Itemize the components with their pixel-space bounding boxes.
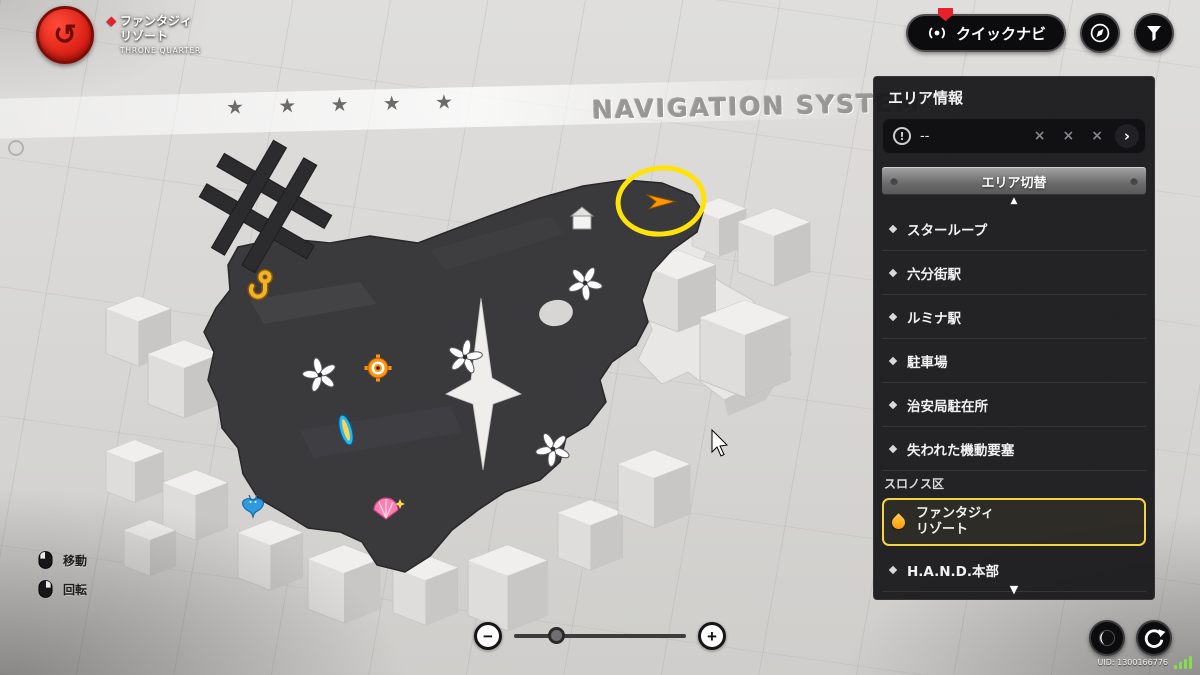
ornament-nub-icon — [1130, 177, 1138, 185]
area-item-lumina-station[interactable]: ルミナ駅 — [882, 295, 1146, 339]
zoom-out-button[interactable]: − — [474, 622, 502, 650]
status-value: -- — [920, 128, 930, 144]
area-item-lost-fortress[interactable]: 失われた機動要塞 — [882, 427, 1146, 471]
legend-rotate-label: 回転 — [63, 582, 88, 597]
bullet-icon — [888, 400, 898, 409]
back-button[interactable]: ↺ — [36, 6, 94, 64]
spire-landmark — [445, 297, 522, 471]
area-switch-header: エリア切替 — [882, 167, 1146, 195]
bottom-right-controls — [1089, 620, 1172, 656]
compass-icon — [1090, 23, 1110, 43]
fog-toggle-button[interactable] — [1089, 620, 1125, 656]
area-item-public-security-office[interactable]: 治安局駐在所 — [882, 383, 1146, 427]
location-drop-icon — [889, 512, 908, 532]
legend-rotate: 回転 — [38, 579, 87, 599]
area-item-label: 駐車場 — [907, 354, 948, 371]
controls-legend: 移動 回転 — [38, 550, 87, 599]
back-icon: ↺ — [53, 19, 77, 50]
location-title-line2: リゾート — [120, 29, 169, 43]
info-icon: ! — [893, 127, 911, 145]
zoom-handle[interactable] — [548, 627, 565, 644]
bullet-icon — [888, 356, 898, 365]
header-left: ↺ ファンタジィ リゾート THRONE QUARTER — [36, 6, 201, 64]
bullet-icon — [888, 268, 898, 277]
location-block: ファンタジィ リゾート THRONE QUARTER — [106, 6, 201, 55]
area-item-hand-hq[interactable]: H.A.N.D.本部 — [882, 548, 1146, 592]
scroll-up-indicator[interactable]: ▲ — [1010, 196, 1018, 206]
cross-icon: × — [1033, 128, 1046, 144]
ride-target-marker[interactable] — [364, 354, 392, 382]
selected-area-line1: ファンタジィ — [916, 506, 995, 522]
reset-rotation-button[interactable] — [1136, 620, 1172, 656]
zoom-control: − + — [474, 622, 726, 650]
area-item-sixth-street-station[interactable]: 六分街駅 — [882, 251, 1146, 295]
area-status-row[interactable]: ! -- × × × › — [882, 118, 1146, 154]
area-item-label: 治安局駐在所 — [907, 398, 988, 415]
chevron-right-icon[interactable]: › — [1115, 124, 1139, 148]
bullet-icon — [888, 224, 898, 233]
area-switch-label: エリア切替 — [981, 175, 1047, 191]
filter-button[interactable] — [1134, 13, 1174, 53]
small-structure-icon[interactable] — [569, 206, 595, 230]
area-item-label: 失われた機動要塞 — [907, 442, 1015, 459]
location-pin-icon — [106, 16, 117, 27]
crane-hook-marker[interactable] — [247, 269, 273, 301]
district-label: スロノス区 — [884, 477, 945, 491]
status-marks: × × × — [1034, 128, 1103, 144]
filter-icon — [1147, 26, 1161, 42]
scroll-down-indicator[interactable]: ▼ — [1009, 583, 1019, 596]
alert-badge-icon — [937, 8, 953, 21]
broadcast-icon — [928, 27, 945, 39]
mouse-cursor — [711, 428, 729, 457]
quick-navi-label: クイックナビ — [955, 24, 1046, 43]
area-item-star-loop[interactable]: スターループ — [882, 207, 1146, 251]
uid-label: UID: 1300166776 — [1097, 658, 1168, 667]
grid-marker-icon — [8, 140, 24, 156]
panel-title: エリア情報 — [888, 89, 964, 107]
crescent-icon — [1098, 629, 1116, 647]
shell-marker[interactable] — [373, 497, 405, 520]
location-subtitle: THRONE QUARTER — [120, 46, 201, 55]
manta-marker[interactable] — [241, 494, 265, 519]
zoom-slider[interactable] — [514, 627, 686, 644]
zoom-in-button[interactable]: + — [698, 622, 726, 650]
area-item-label: スターループ — [907, 222, 988, 239]
ornament-nub-icon — [890, 177, 898, 185]
compass-button[interactable] — [1080, 13, 1120, 53]
bullet-icon — [888, 444, 898, 453]
legend-move: 移動 — [38, 550, 87, 570]
header-right: クイックナビ — [905, 8, 1174, 53]
player-marker[interactable] — [645, 194, 677, 212]
cross-icon: × — [1091, 128, 1103, 144]
location-title-line1: ファンタジィ — [120, 14, 193, 28]
area-item-parking-lot[interactable]: 駐車場 — [882, 339, 1146, 383]
signal-bars-icon — [1174, 656, 1192, 669]
mouse-left-icon — [38, 551, 53, 569]
area-item-label: ルミナ駅 — [907, 310, 961, 327]
area-info-panel: エリア情報 ! -- × × × › エリア切替 ▲ スターループ 六分街 — [873, 76, 1155, 600]
area-item-fantasy-resort-selected[interactable]: ファンタジィ リゾート — [882, 498, 1146, 546]
reset-rotation-icon — [1144, 629, 1166, 648]
area-item-label: 六分街駅 — [907, 266, 961, 283]
bullet-icon — [888, 565, 898, 574]
quick-navi-button[interactable]: クイックナビ — [905, 8, 1066, 52]
bullet-icon — [888, 312, 898, 321]
surfboard-marker[interactable] — [336, 413, 356, 446]
area-list: スターループ 六分街駅 ルミナ駅 駐車場 治安局駐在所 失われた機動要塞 — [882, 207, 1146, 599]
mouse-right-icon — [38, 580, 53, 598]
legend-move-label: 移動 — [63, 553, 88, 568]
highlight-circle — [615, 165, 707, 237]
cross-icon: × — [1062, 128, 1075, 144]
selected-area-line2: リゾート — [916, 522, 969, 537]
hash-structure — [198, 139, 333, 274]
area-item-label: H.A.N.D.本部 — [907, 563, 1000, 580]
